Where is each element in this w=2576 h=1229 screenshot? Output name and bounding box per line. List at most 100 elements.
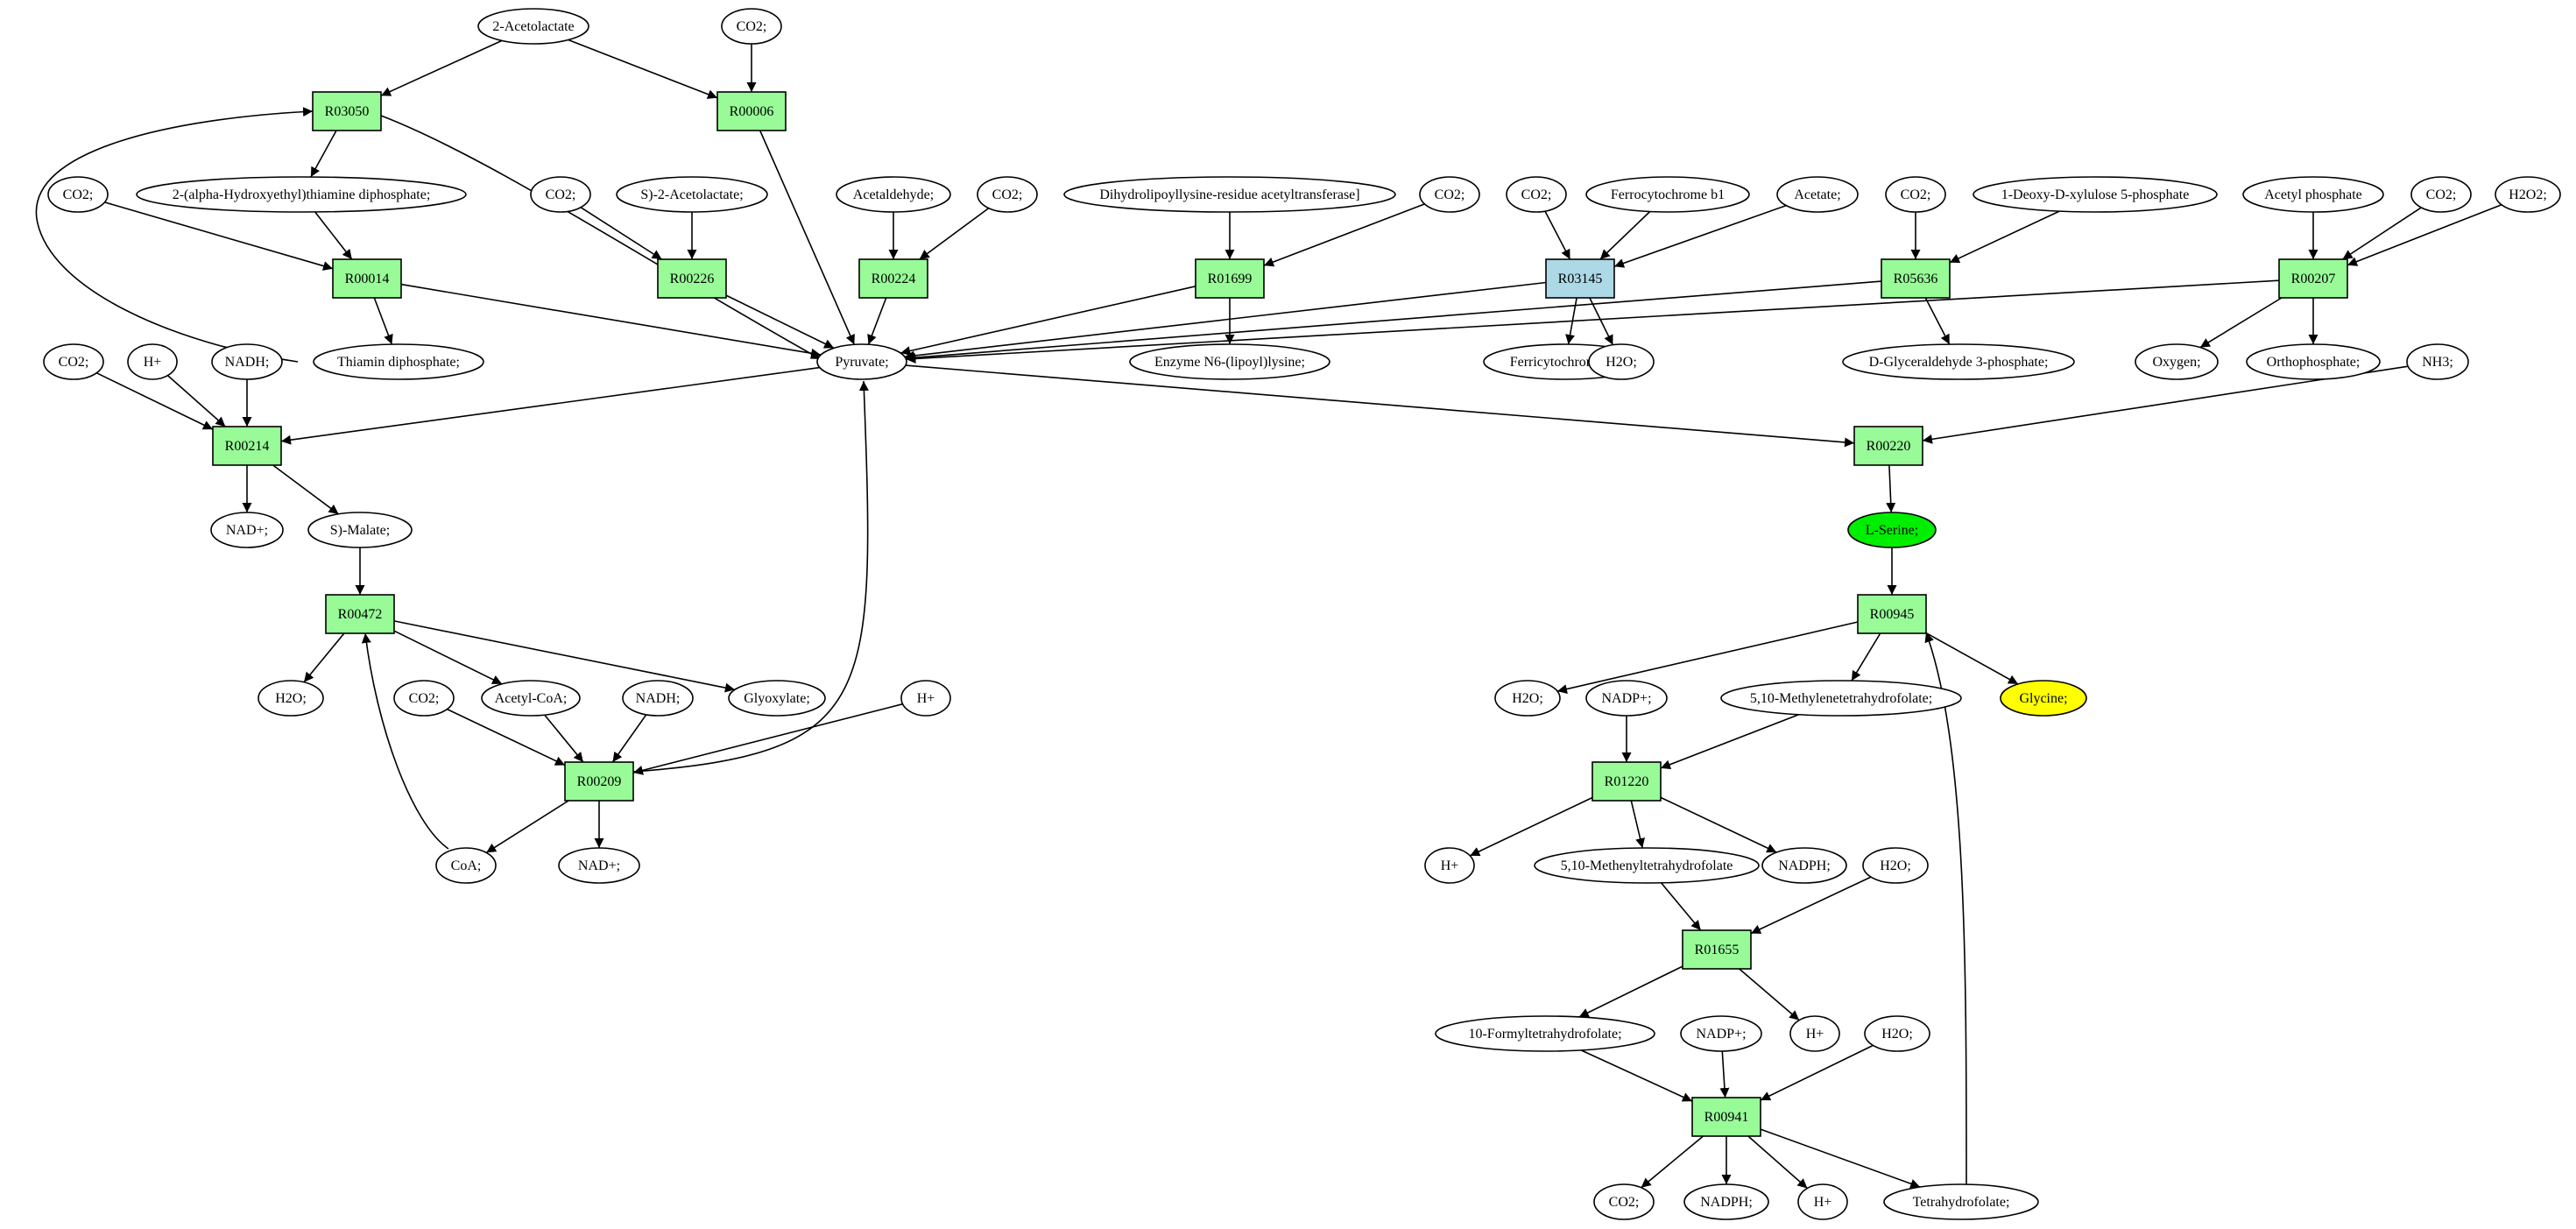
reaction-node-r00226[interactable]: R00226 (657, 258, 727, 299)
node-label: H+ (1806, 1027, 1824, 1042)
compound-node-g3p[interactable]: D-Glyceraldehyde 3-phosphate; (1842, 343, 2075, 380)
node-label: H2O; (1880, 858, 1911, 873)
compound-node-s_malate[interactable]: S)-Malate; (307, 512, 413, 548)
node-label: CO2; (409, 691, 440, 706)
compound-node-h_b[interactable]: H+ (900, 680, 951, 717)
compound-node-hydroxyethyl_tpp[interactable]: 2-(alpha-Hydroxyethyl)thiamine diphospha… (136, 176, 467, 213)
compound-node-nadpplus_a[interactable]: NADP+; (1585, 680, 1668, 717)
compound-node-h2o_a[interactable]: H2O; (1588, 343, 1655, 380)
reaction-node-r05636[interactable]: R05636 (1881, 258, 1951, 299)
reaction-node-r00472[interactable]: R00472 (325, 594, 395, 634)
node-label: Pyruvate; (835, 355, 888, 370)
node-label: R01655 (1695, 943, 1740, 957)
compound-node-deoxyxylulose[interactable]: 1-Deoxy-D-xylulose 5-phosphate (1973, 176, 2218, 213)
compound-node-acetyl_phosphate[interactable]: Acetyl phosphate (2242, 176, 2384, 213)
compound-node-h2o_c[interactable]: H2O; (1494, 680, 1561, 717)
compound-node-lipoyllysine[interactable]: Enzyme N6-(lipoyl)lysine; (1129, 343, 1330, 380)
compound-node-co2_k[interactable]: CO2; (1593, 1183, 1655, 1220)
compound-node-nadph_b[interactable]: NADPH; (1683, 1183, 1769, 1220)
reaction-box (564, 761, 634, 802)
compound-node-acetate[interactable]: Acetate; (1776, 176, 1859, 213)
node-label: Tetrahydrofolate; (1913, 1195, 2010, 1210)
reaction-node-r01699[interactable]: R01699 (1195, 258, 1265, 299)
compound-node-dihydrolipoyl[interactable]: Dihydrolipoyllysine-residue acetyltransf… (1063, 176, 1396, 213)
compound-ellipse (558, 847, 640, 884)
compound-node-h_e[interactable]: H+ (1797, 1183, 1848, 1220)
compound-node-co2_a[interactable]: CO2; (721, 8, 782, 45)
compound-ellipse (2410, 176, 2472, 213)
compound-node-nadp_a[interactable]: NAD+; (210, 512, 284, 548)
compound-node-co2_f[interactable]: CO2; (1506, 176, 1567, 213)
compound-node-methylenethf[interactable]: 5,10-Methylenetetrahydrofolate; (1720, 680, 1962, 717)
compound-ellipse (127, 343, 178, 380)
compound-node-nh3[interactable]: NH3; (2406, 343, 2469, 380)
edge-co2_e-to-r01699 (1263, 203, 1425, 267)
reaction-node-r00214[interactable]: R00214 (212, 426, 282, 466)
compound-node-co2_j[interactable]: CO2; (393, 680, 455, 717)
reaction-node-r00945[interactable]: R00945 (1857, 594, 1927, 634)
compound-node-glycine[interactable]: Glycine; (2000, 680, 2087, 717)
node-label: D-Glyceraldehyde 3-phosphate; (1869, 355, 2049, 370)
compound-node-thf[interactable]: Tetrahydrofolate; (1883, 1183, 2039, 1220)
reaction-node-r00014[interactable]: R00014 (332, 258, 402, 299)
compound-node-oxygen[interactable]: Oxygen; (2135, 343, 2219, 380)
reaction-node-r00941[interactable]: R00941 (1691, 1097, 1761, 1137)
compound-ellipse (1593, 1183, 1655, 1220)
reaction-node-r00207[interactable]: R00207 (2278, 258, 2348, 299)
compound-node-co2_e[interactable]: CO2; (1419, 176, 1480, 213)
reaction-node-r00006[interactable]: R00006 (716, 91, 787, 131)
compound-node-h_d[interactable]: H+ (1789, 1015, 1840, 1052)
compound-node-h2o_b[interactable]: H2O; (258, 680, 324, 717)
compound-node-coa[interactable]: CoA; (435, 847, 497, 884)
compound-node-nadph_a[interactable]: NADPH; (1761, 847, 1847, 884)
compound-node-methenylthf[interactable]: 5,10-Methenyltetrahydrofolate (1534, 847, 1760, 884)
compound-node-h_a[interactable]: H+ (127, 343, 178, 380)
compound-node-h2o_d[interactable]: H2O; (1862, 847, 1929, 884)
reaction-node-r00220[interactable]: R00220 (1853, 426, 1923, 466)
compound-node-tpp[interactable]: Thiamin diphosphate; (313, 343, 484, 380)
node-label: NADP+; (1601, 691, 1651, 706)
compound-node-s_acetolactate[interactable]: S)-2-Acetolactate; (616, 176, 768, 213)
compound-node-glyoxylate[interactable]: Glyoxylate; (728, 680, 826, 717)
reaction-node-r01655[interactable]: R01655 (1682, 929, 1752, 970)
compound-node-co2_g[interactable]: CO2; (1885, 176, 1946, 213)
compound-node-pyruvate[interactable]: Pyruvate; (816, 343, 907, 380)
compound-node-orthophosphate[interactable]: Orthophosphate; (2246, 343, 2381, 380)
reaction-node-r00224[interactable]: R00224 (858, 258, 928, 299)
compound-node-acetylcoa[interactable]: Acetyl-CoA; (481, 680, 581, 717)
compound-node-ferrocyto[interactable]: Ferrocytochrome b1 (1585, 176, 1750, 213)
edge-co2_f-to-r03145 (1544, 210, 1571, 260)
compound-node-acetaldehyde[interactable]: Acetaldehyde; (836, 176, 951, 213)
compound-node-acetolactate2[interactable]: 2-Acetolactate (477, 8, 589, 45)
edge-h_a-to-r00214 (166, 375, 226, 427)
reaction-node-r01220[interactable]: R01220 (1591, 761, 1662, 802)
edge-co2_j-to-r00209 (447, 708, 566, 766)
compound-node-h2o2[interactable]: H2O2; (2495, 176, 2561, 213)
reaction-node-r00209[interactable]: R00209 (564, 761, 634, 802)
compound-node-nadpplus_b[interactable]: NADP+; (1680, 1015, 1762, 1052)
compound-node-lserine[interactable]: L-Serine; (1847, 512, 1937, 548)
reaction-box (212, 426, 282, 466)
compound-ellipse (1883, 1183, 2039, 1220)
edge-ferrocyto-to-r03145 (1599, 210, 1651, 260)
compound-node-h_c[interactable]: H+ (1424, 847, 1475, 884)
edge-coa-to-r00472 (361, 632, 449, 850)
compound-node-nadh_a[interactable]: NADH; (211, 343, 283, 380)
compound-node-nadh_b[interactable]: NADH; (622, 680, 694, 717)
reaction-node-r03145[interactable]: R03145 (1545, 258, 1615, 299)
node-label: R05636 (1894, 272, 1938, 286)
compound-node-co2_h[interactable]: CO2; (2410, 176, 2472, 213)
compound-node-co2_b[interactable]: CO2; (47, 176, 109, 213)
node-label: Glyoxylate; (744, 691, 810, 706)
compound-ellipse (1885, 176, 1946, 213)
compound-ellipse (1862, 847, 1929, 884)
compound-node-nadplus_b[interactable]: NAD+; (558, 847, 640, 884)
compound-node-co2_d[interactable]: CO2; (977, 176, 1038, 213)
compound-node-h2o_e[interactable]: H2O; (1864, 1015, 1930, 1052)
compound-node-formylthf[interactable]: 10-Formyltetrahydrofolate; (1435, 1015, 1655, 1052)
compound-node-co2_c[interactable]: CO2; (530, 176, 591, 213)
reaction-node-r03050[interactable]: R03050 (312, 91, 382, 131)
compound-node-co2_i[interactable]: CO2; (43, 343, 104, 380)
compound-ellipse (2000, 680, 2087, 717)
node-label: R01699 (1208, 272, 1253, 286)
